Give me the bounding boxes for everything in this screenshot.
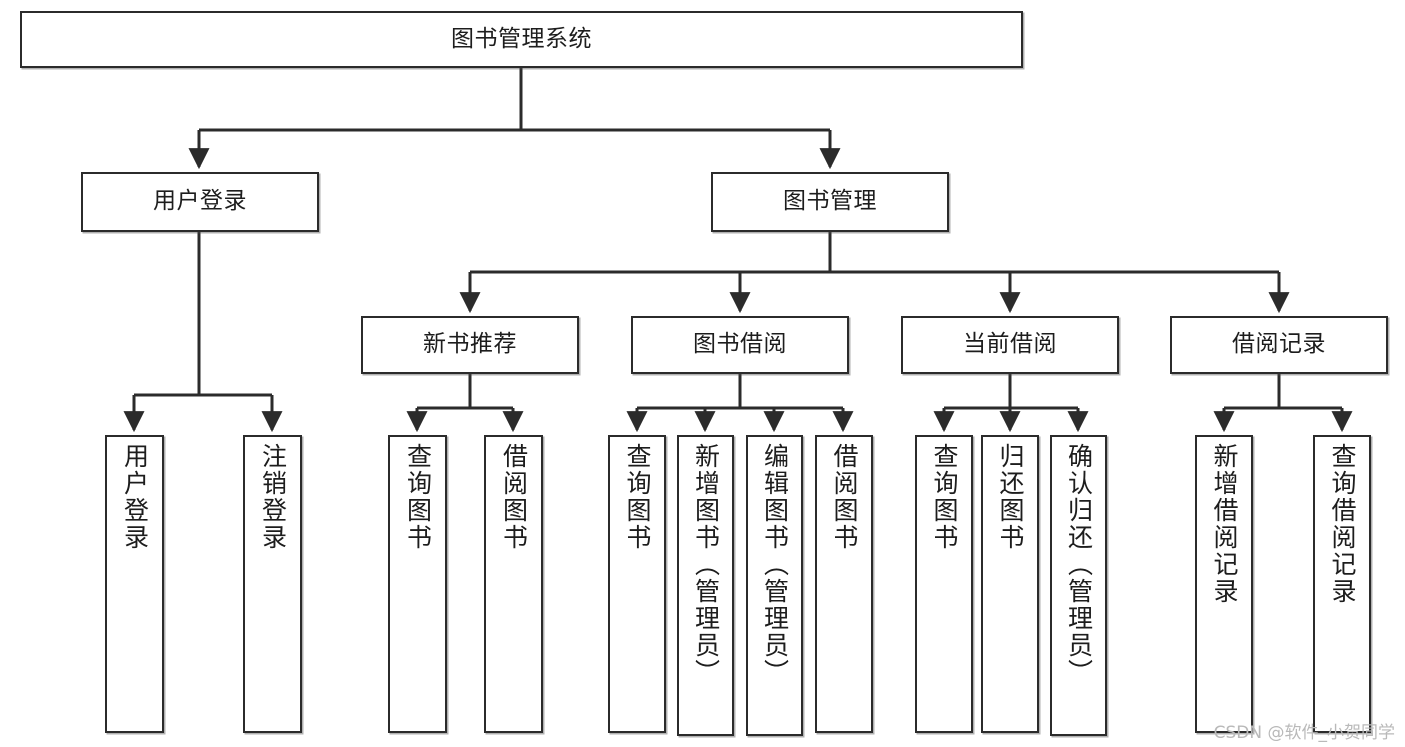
node-book-borrow-label: 图书借阅 [693, 331, 787, 358]
leaf-current-borrow-return[interactable]: 归还图书 [981, 435, 1039, 733]
node-new-book-recommend[interactable]: 新书推荐 [361, 316, 579, 374]
node-book-management[interactable]: 图书管理 [711, 172, 949, 232]
leaf-label: 编辑图书（管理员） [760, 443, 790, 686]
leaf-label: 查询图书 [930, 443, 959, 551]
leaf-current-borrow-confirm-return[interactable]: 确认归还（管理员） [1050, 435, 1107, 736]
node-borrow-record[interactable]: 借阅记录 [1170, 316, 1388, 374]
leaf-label: 注销登录 [258, 443, 288, 551]
node-root[interactable]: 图书管理系统 [20, 11, 1023, 68]
node-book-borrow[interactable]: 图书借阅 [631, 316, 849, 374]
leaf-new-book-borrow[interactable]: 借阅图书 [484, 435, 543, 733]
leaf-book-borrow-query[interactable]: 查询图书 [608, 435, 666, 733]
leaf-label: 查询图书 [623, 443, 652, 551]
leaf-current-borrow-query[interactable]: 查询图书 [915, 435, 973, 733]
leaf-label: 新增图书（管理员） [691, 443, 721, 686]
leaf-label: 查询借阅记录 [1328, 443, 1357, 605]
leaf-label: 查询图书 [403, 443, 433, 551]
leaf-label: 用户登录 [120, 443, 150, 551]
node-current-borrow-label: 当前借阅 [963, 331, 1057, 358]
node-borrow-record-label: 借阅记录 [1232, 331, 1326, 358]
leaf-borrow-record-query[interactable]: 查询借阅记录 [1313, 435, 1371, 733]
leaf-new-book-query[interactable]: 查询图书 [388, 435, 447, 733]
node-user-login-label: 用户登录 [153, 188, 247, 215]
node-current-borrow[interactable]: 当前借阅 [901, 316, 1119, 374]
leaf-borrow-record-add[interactable]: 新增借阅记录 [1195, 435, 1253, 733]
leaf-book-borrow-add[interactable]: 新增图书（管理员） [677, 435, 734, 736]
node-root-label: 图书管理系统 [451, 25, 592, 52]
leaf-label: 新增借阅记录 [1210, 443, 1239, 605]
leaf-book-borrow-borrow[interactable]: 借阅图书 [815, 435, 873, 733]
node-book-management-label: 图书管理 [783, 188, 877, 215]
leaf-label: 借阅图书 [499, 443, 529, 551]
watermark: CSDN @软件_小贺同学 [1213, 723, 1395, 743]
leaf-label: 借阅图书 [830, 443, 859, 551]
leaf-label: 归还图书 [996, 443, 1025, 551]
node-user-login[interactable]: 用户登录 [81, 172, 319, 232]
leaf-user-login-login[interactable]: 用户登录 [105, 435, 164, 733]
leaf-label: 确认归还（管理员） [1064, 443, 1094, 686]
leaf-book-borrow-edit[interactable]: 编辑图书（管理员） [746, 435, 803, 736]
node-new-book-recommend-label: 新书推荐 [423, 331, 517, 358]
leaf-user-login-logout[interactable]: 注销登录 [243, 435, 302, 733]
